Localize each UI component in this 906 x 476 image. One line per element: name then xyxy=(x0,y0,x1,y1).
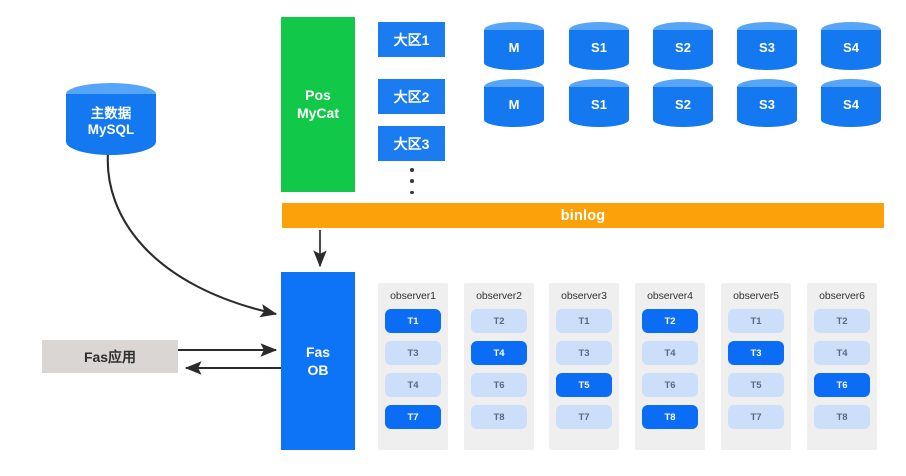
region-label: 大区3 xyxy=(393,135,430,152)
fas-application-label: Fas应用 xyxy=(83,348,137,365)
fas-ob-label: Fas OB xyxy=(305,343,331,378)
mysql-to-fasob-curve xyxy=(106,152,278,318)
tablet-item[interactable]: T4 xyxy=(385,373,441,397)
region-label: 大区2 xyxy=(393,88,430,105)
observer-panel-4[interactable]: observer4 T2 T4 T6 T8 xyxy=(635,283,705,450)
observer-title: observer6 xyxy=(819,290,865,302)
tablet-item[interactable]: T8 xyxy=(642,405,698,429)
fas-ob-box[interactable]: Fas OB xyxy=(281,272,355,450)
cylinder-body-icon xyxy=(821,87,881,127)
tablet-item[interactable]: T3 xyxy=(385,341,441,365)
db-cylinder-r1-c5[interactable]: S4 xyxy=(821,22,881,70)
cylinder-body-icon xyxy=(484,87,544,127)
binlog-label: binlog xyxy=(560,207,606,224)
observer-title: observer3 xyxy=(561,290,607,302)
vertical-ellipsis-icon xyxy=(405,168,419,194)
tablet-item[interactable]: T4 xyxy=(814,341,870,365)
tablet-item[interactable]: T6 xyxy=(642,373,698,397)
db-cylinder-r1-c4[interactable]: S3 xyxy=(737,22,797,70)
pos-mycat-box[interactable]: Pos MyCat xyxy=(281,17,355,192)
db-label: S4 xyxy=(843,40,859,56)
db-cylinder-r2-c5[interactable]: S4 xyxy=(821,79,881,127)
tablet-item[interactable]: T4 xyxy=(471,341,527,365)
cylinder-body-icon xyxy=(569,30,629,70)
region-box-3[interactable]: 大区3 xyxy=(378,126,445,161)
tablet-item[interactable]: T5 xyxy=(728,373,784,397)
master-database-label: 主数据 MySQL xyxy=(87,105,135,137)
observer-title: observer1 xyxy=(390,290,436,302)
tablet-item[interactable]: T7 xyxy=(728,405,784,429)
region-box-2[interactable]: 大区2 xyxy=(378,79,445,114)
db-label: S2 xyxy=(675,97,691,113)
db-label: S3 xyxy=(759,40,775,56)
region-label: 大区1 xyxy=(393,31,430,48)
pos-mycat-label: Pos MyCat xyxy=(296,87,339,121)
db-label: S1 xyxy=(591,40,607,56)
fas-application-box[interactable]: Fas应用 xyxy=(42,340,178,373)
region-box-1[interactable]: 大区1 xyxy=(378,22,445,57)
db-cylinder-r1-c2[interactable]: S1 xyxy=(569,22,629,70)
cylinder-body-icon xyxy=(653,30,713,70)
tablet-item[interactable]: T8 xyxy=(814,405,870,429)
cylinder-body-icon xyxy=(569,87,629,127)
observer-panel-2[interactable]: observer2 T2 T4 T6 T8 xyxy=(464,283,534,450)
tablet-item[interactable]: T2 xyxy=(642,309,698,333)
tablet-item[interactable]: T1 xyxy=(728,309,784,333)
tablet-item[interactable]: T6 xyxy=(814,373,870,397)
db-cylinder-r2-c3[interactable]: S2 xyxy=(653,79,713,127)
tablet-item[interactable]: T8 xyxy=(471,405,527,429)
tablet-item[interactable]: T6 xyxy=(471,373,527,397)
tablet-item[interactable]: T3 xyxy=(728,341,784,365)
db-label: M xyxy=(508,97,520,113)
observer-panel-5[interactable]: observer5 T1 T3 T5 T7 xyxy=(721,283,791,450)
db-label: S1 xyxy=(591,97,607,113)
observer-panel-6[interactable]: observer6 T2 T4 T6 T8 xyxy=(807,283,877,450)
db-label: S2 xyxy=(675,40,691,56)
tablet-item[interactable]: T7 xyxy=(385,405,441,429)
db-label: S4 xyxy=(843,97,859,113)
observer-title: observer2 xyxy=(476,290,522,302)
binlog-bar[interactable]: binlog xyxy=(282,203,884,228)
tablet-item[interactable]: T7 xyxy=(556,405,612,429)
db-label: M xyxy=(508,40,520,56)
cylinder-body-icon xyxy=(66,94,156,155)
cylinder-body-icon xyxy=(737,87,797,127)
tablet-item[interactable]: T2 xyxy=(814,309,870,333)
observer-title: observer4 xyxy=(647,290,693,302)
observer-panel-1[interactable]: observer1 T1 T3 T4 T7 xyxy=(378,283,448,450)
db-label: S3 xyxy=(759,97,775,113)
observer-panel-3[interactable]: observer3 T1 T3 T5 T7 xyxy=(549,283,619,450)
tablet-item[interactable]: T3 xyxy=(556,341,612,365)
tablet-item[interactable]: T5 xyxy=(556,373,612,397)
db-cylinder-r2-c2[interactable]: S1 xyxy=(569,79,629,127)
tablet-item[interactable]: T1 xyxy=(385,309,441,333)
db-cylinder-r1-c3[interactable]: S2 xyxy=(653,22,713,70)
tablet-item[interactable]: T2 xyxy=(471,309,527,333)
tablet-item[interactable]: T1 xyxy=(556,309,612,333)
master-database-cylinder[interactable]: 主数据 MySQL xyxy=(66,83,156,155)
db-cylinder-r2-c4[interactable]: S3 xyxy=(737,79,797,127)
db-cylinder-r2-c1[interactable]: M xyxy=(484,79,544,127)
tablet-item[interactable]: T4 xyxy=(642,341,698,365)
cylinder-body-icon xyxy=(821,30,881,70)
db-cylinder-r1-c1[interactable]: M xyxy=(484,22,544,70)
cylinder-body-icon xyxy=(737,30,797,70)
observer-title: observer5 xyxy=(733,290,779,302)
cylinder-body-icon xyxy=(484,30,544,70)
cylinder-body-icon xyxy=(653,87,713,127)
